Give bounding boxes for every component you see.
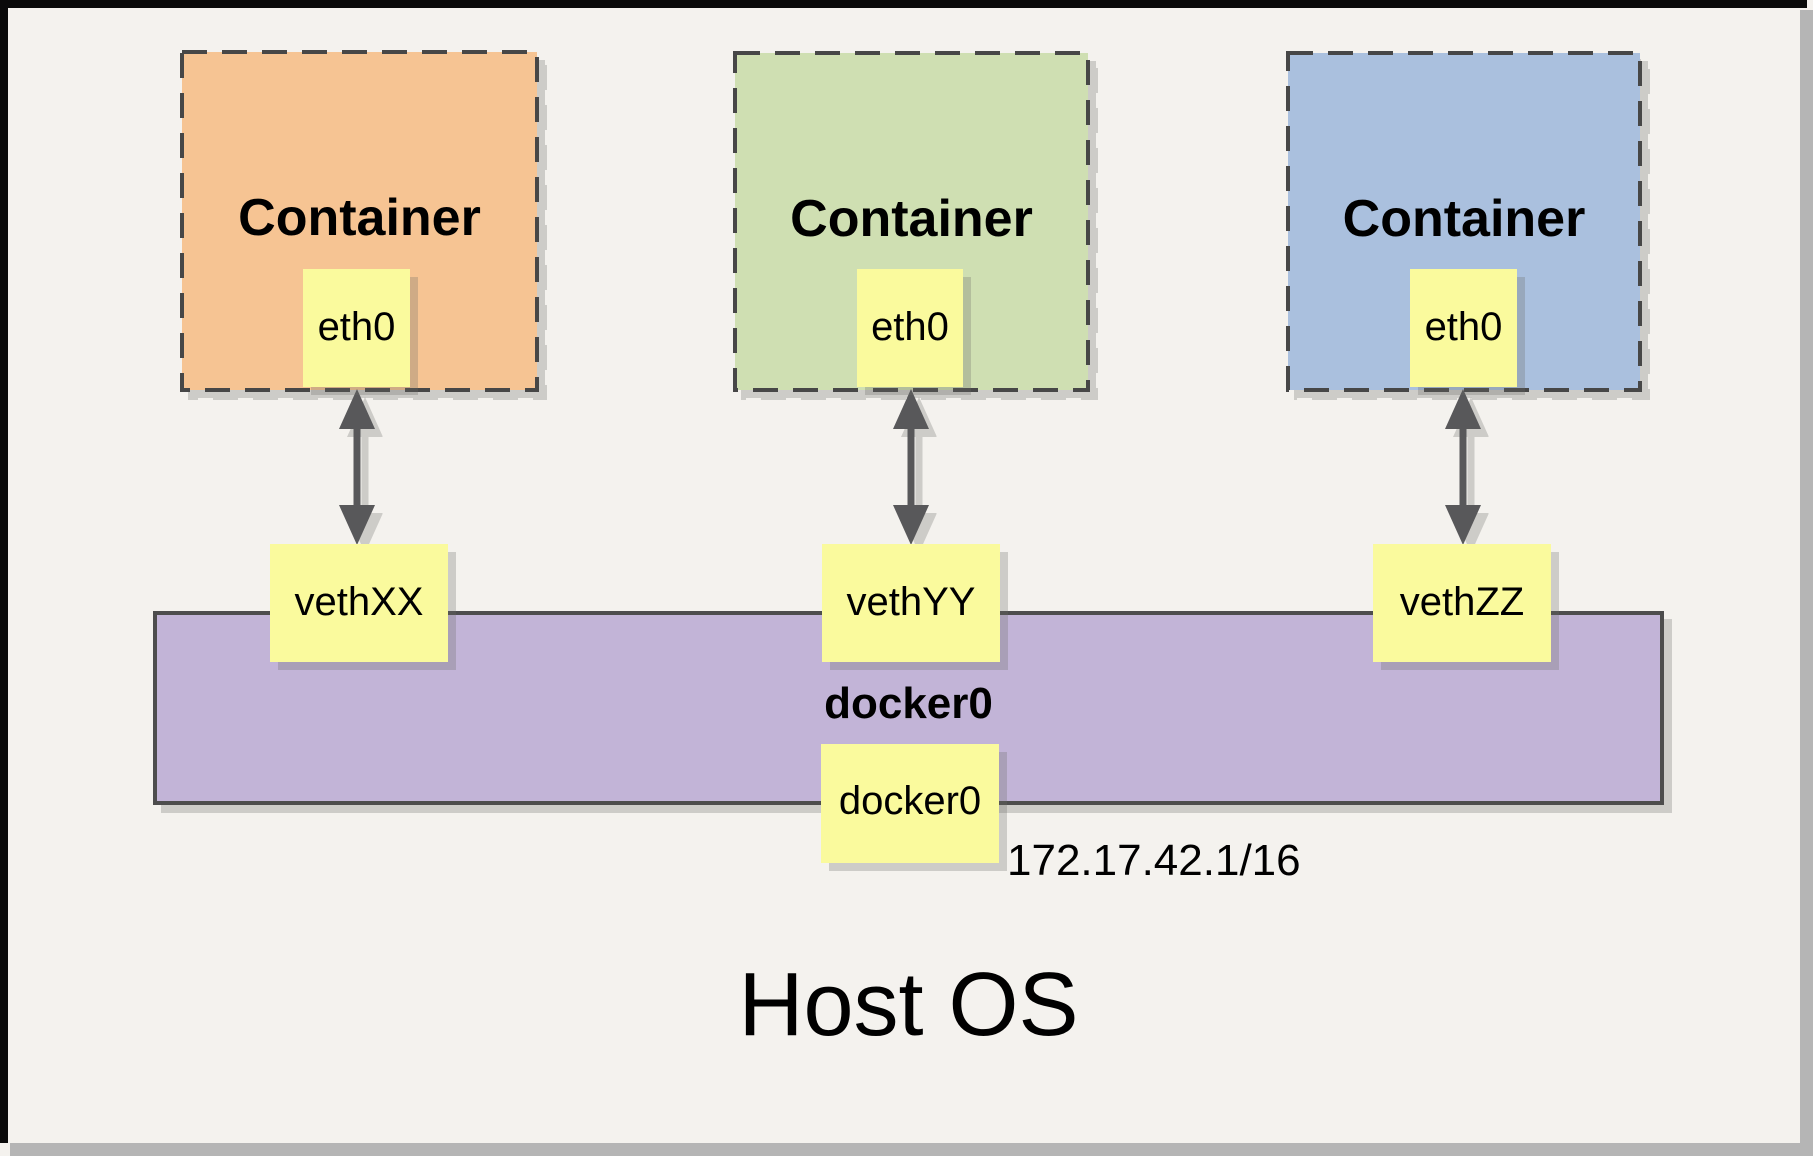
frame-shadow-right: [1800, 10, 1813, 1156]
vethzz-box: [1373, 544, 1551, 662]
frame-border-left: [0, 0, 8, 1143]
vethxx-box: [270, 544, 448, 662]
eth0-veth-arrow-3: [1445, 389, 1481, 545]
host-os-label: Host OS: [738, 955, 1079, 1055]
frame-border-top: [0, 0, 1807, 8]
eth0-box-3: [1410, 269, 1517, 387]
eth0-veth-arrow-1: [339, 389, 375, 545]
eth0-box-1: [303, 269, 410, 387]
eth0-veth-arrow-2: [893, 389, 929, 545]
docker0-interface-box: [821, 744, 999, 863]
vethxx-label: vethXX: [294, 580, 424, 624]
vethzz-label: vethZZ: [1399, 580, 1525, 624]
container-3-label: Container: [1342, 190, 1586, 248]
docker0-interface-label: docker0: [838, 779, 982, 823]
docker0-bar-label: docker0: [824, 679, 993, 728]
container-1-label: Container: [238, 189, 481, 247]
vethyy-label: vethYY: [846, 580, 976, 624]
vethyy-box: [822, 544, 1000, 662]
bridge-ip-label: 172.17.42.1/16: [1007, 836, 1301, 885]
eth0-label-2: eth0: [871, 305, 949, 349]
eth0-box-2: [857, 269, 963, 387]
container-2-label: Container: [790, 190, 1033, 248]
eth0-label-1: eth0: [317, 305, 396, 349]
eth0-label-3: eth0: [1424, 305, 1503, 349]
frame-shadow-bottom: [10, 1143, 1800, 1156]
